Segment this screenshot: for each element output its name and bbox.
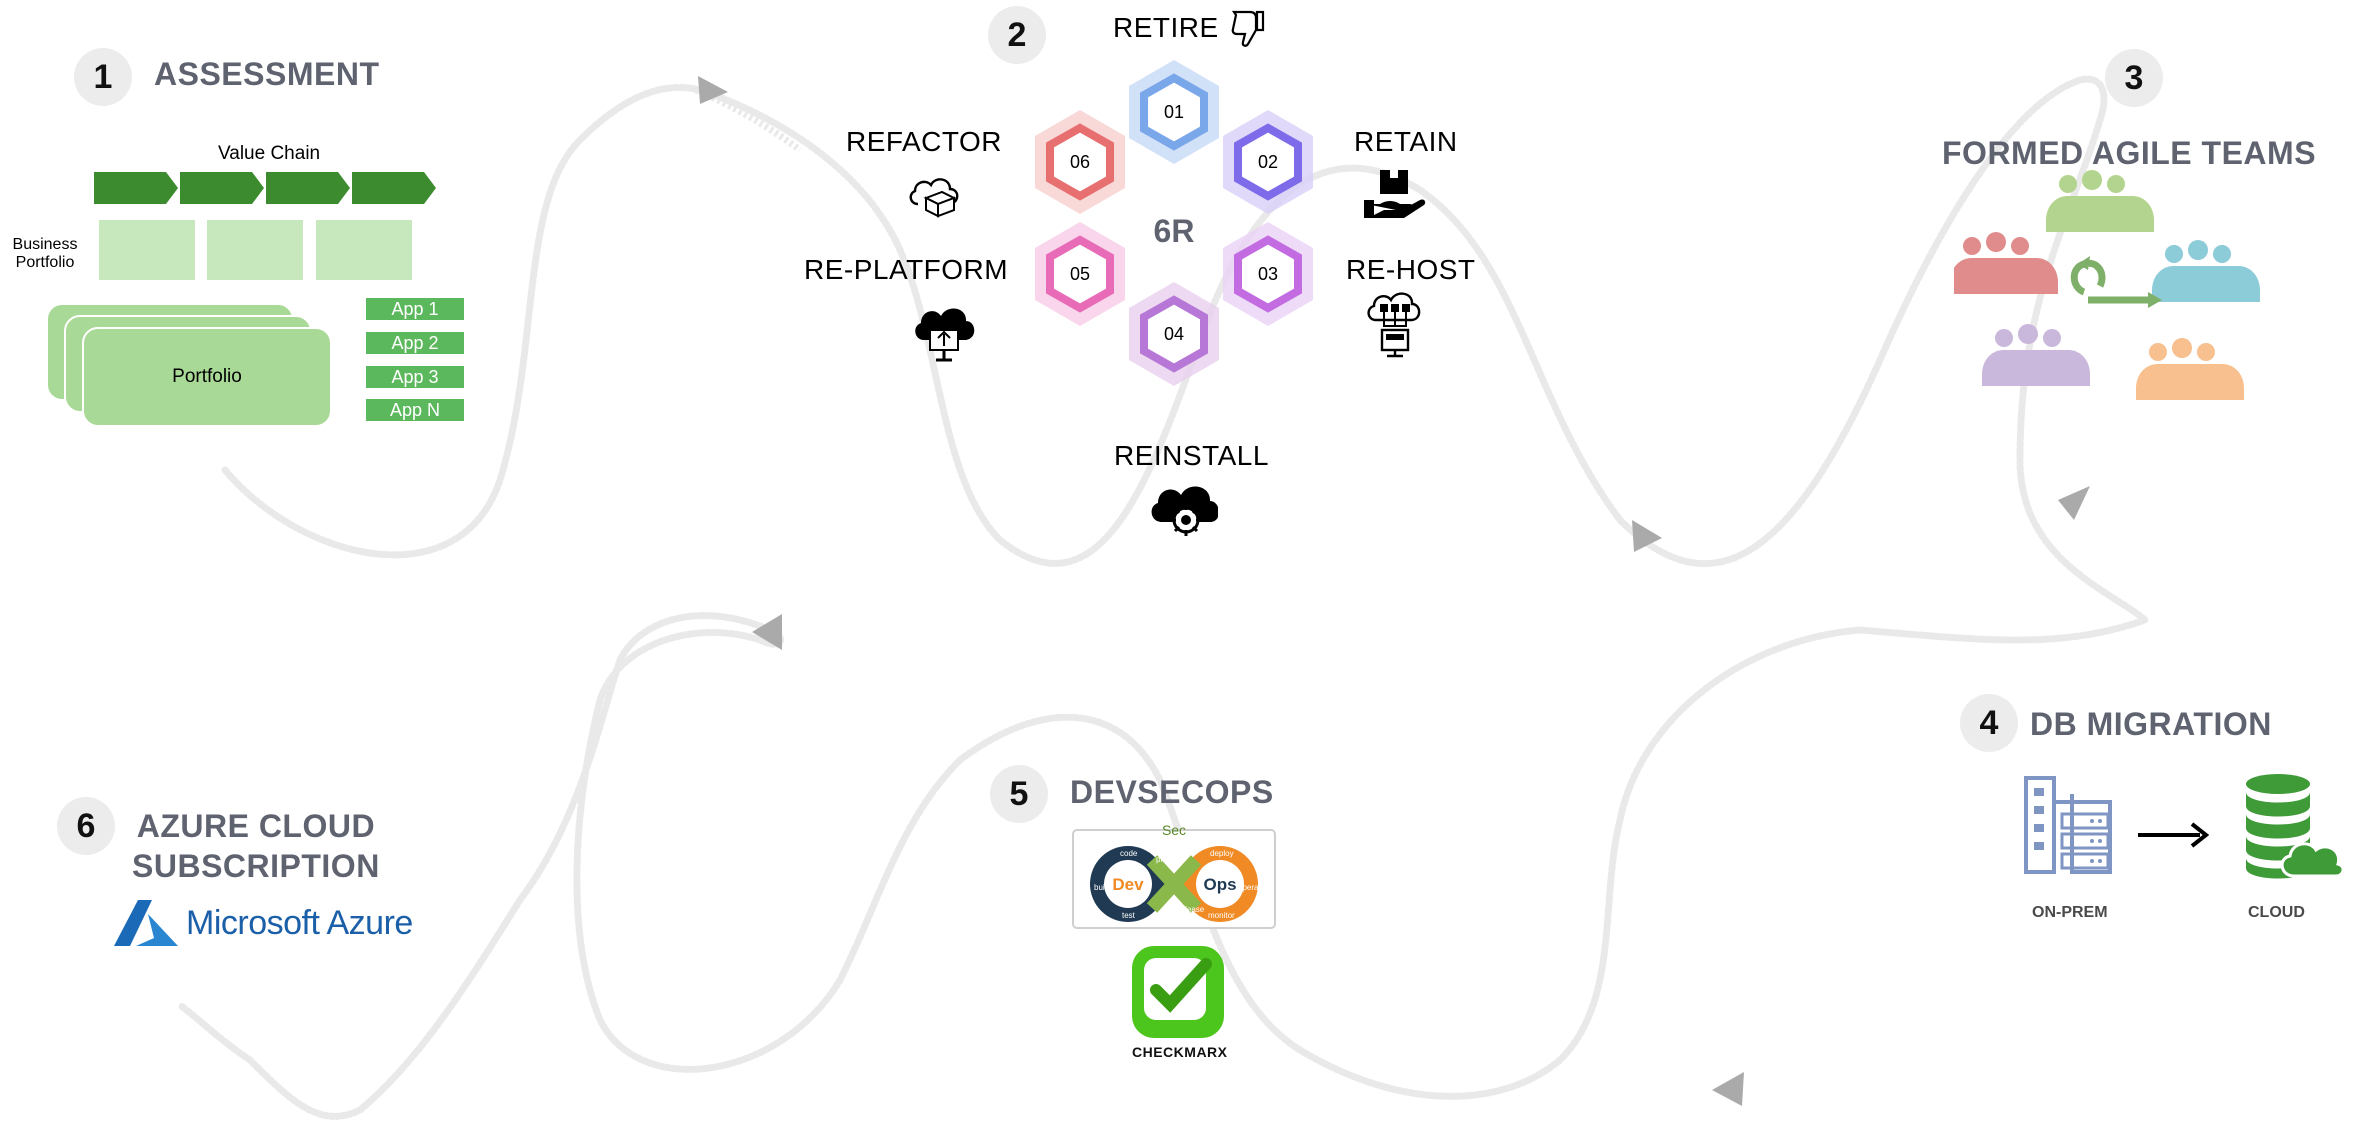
refactor-label: REFACTOR (846, 126, 1002, 157)
step-1-title: ASSESSMENT (154, 56, 380, 92)
flow-arrow-5 (1712, 1072, 1744, 1106)
cloud-gear-icon (1151, 486, 1218, 536)
loop-deploy: deploy (1210, 849, 1234, 858)
cloud-upload-icon (915, 308, 975, 362)
app-1: App 1 (366, 298, 464, 320)
hex-03: 03 (1223, 222, 1313, 326)
azure-logo-icon (114, 900, 178, 946)
team-purple (1982, 324, 2090, 386)
retire-label: RETIRE (1113, 12, 1219, 43)
business-portfolio-box-3 (316, 220, 412, 280)
reinstall-label: REINSTALL (1114, 440, 1269, 471)
loop-monitor: monitor (1208, 911, 1235, 920)
hex-05-label: 05 (1070, 264, 1090, 284)
value-chain-arrows (94, 172, 436, 204)
hex-03-label: 03 (1258, 264, 1278, 284)
retain-label: RETAIN (1354, 126, 1458, 157)
cloud-box-icon (909, 178, 959, 218)
six-r-hexagon-wheel: 06 01 02 05 03 04 6R (1035, 60, 1313, 386)
hand-box-icon (1364, 170, 1426, 218)
step-5-title: DEVSECOPS (1070, 774, 1274, 810)
step-4-title: DB MIGRATION (2030, 706, 2272, 742)
ops-label: Ops (1203, 875, 1236, 894)
app-3: App 3 (366, 366, 464, 388)
loop-release: release (1178, 905, 1205, 914)
value-chain-label: Value Chain (218, 143, 321, 164)
sec-label: Sec (1162, 822, 1186, 838)
business-portfolio-box-1 (99, 220, 195, 280)
step-1-badge: 1 (74, 48, 132, 106)
thumbs-down-icon (1231, 10, 1265, 47)
devsecops-logo: Sec Dev Ops code build test plan release… (1072, 822, 1276, 929)
sprint-cycle-icon (2070, 256, 2162, 308)
flow-arrow-4 (752, 614, 782, 650)
replatform-label: RE-PLATFORM (804, 254, 1009, 285)
loop-plan: plan (1156, 855, 1171, 864)
loop-code: code (1120, 849, 1138, 858)
step-6-title: AZURE CLOUD SUBSCRIPTION (132, 808, 380, 884)
hex-01: 01 (1129, 60, 1219, 164)
step-5-badge: 5 (990, 765, 1048, 823)
flow-arrow-1 (698, 76, 728, 104)
agile-teams-icon (1954, 170, 2260, 400)
business-portfolio-box-2 (207, 220, 303, 280)
azure-brand-label: Microsoft Azure (186, 904, 413, 942)
team-orange (2136, 338, 2244, 400)
right-arrow-icon (2138, 822, 2210, 848)
business-portfolio-label: Business Portfolio (12, 236, 78, 271)
cloud-label: CLOUD (2248, 904, 2305, 921)
checkmarx-logo-icon (1132, 946, 1224, 1038)
app-n: App N (366, 399, 464, 421)
app-2: App 2 (366, 332, 464, 354)
hex-02: 02 (1223, 110, 1313, 214)
checkmarx-label: CHECKMARX (1132, 1044, 1228, 1060)
flow-arrow-2 (1632, 520, 1662, 552)
flow-arrow-3 (2058, 486, 2090, 520)
rehost-label: RE-HOST (1346, 254, 1476, 285)
building-icon (2024, 776, 2112, 874)
portfolio-card: Portfolio (82, 327, 332, 427)
dev-label: Dev (1112, 875, 1144, 894)
cloud-server-icon (1367, 292, 1421, 358)
hex-06-label: 06 (1070, 152, 1090, 172)
hex-04-label: 04 (1164, 324, 1184, 344)
hex-02-label: 02 (1258, 152, 1278, 172)
step-2-badge: 2 (988, 6, 1046, 64)
team-red (1954, 232, 2058, 294)
step-6-badge: 6 (57, 797, 115, 855)
hex-06: 06 (1035, 110, 1125, 214)
hex-01-label: 01 (1164, 102, 1184, 122)
loop-test: test (1122, 911, 1136, 920)
team-blue (2152, 240, 2260, 302)
step-3-title: FORMED AGILE TEAMS (1942, 135, 2317, 171)
step-4-badge: 4 (1960, 694, 2018, 752)
hex-04: 04 (1129, 282, 1219, 386)
hex-05: 05 (1035, 222, 1125, 326)
step-3-badge: 3 (2105, 49, 2163, 107)
six-r-center-label: 6R (1154, 213, 1195, 249)
loop-build: build (1094, 883, 1111, 892)
team-green (2046, 170, 2154, 232)
loop-operate: operate (1238, 883, 1266, 892)
on-prem-label: ON-PREM (2032, 904, 2108, 921)
cloud-database-icon (2246, 774, 2342, 879)
